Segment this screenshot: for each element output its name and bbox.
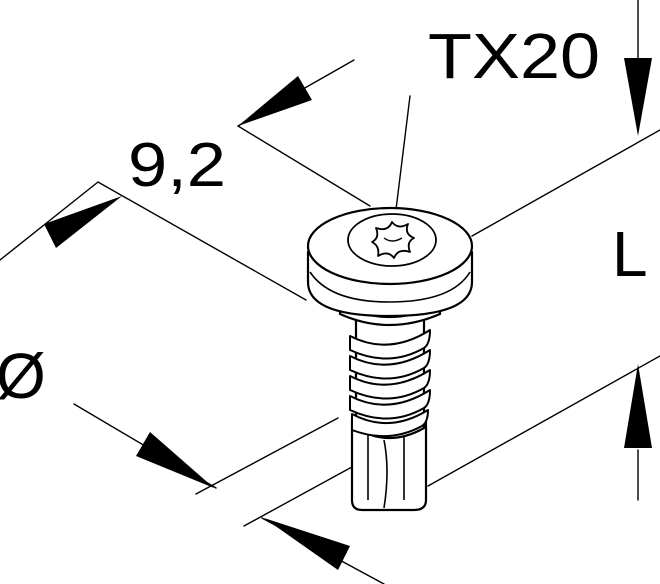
head-dim-line-lower (0, 181, 99, 261)
screw-drill-flute (367, 430, 405, 509)
torx-recess-icon (347, 213, 437, 267)
thread-diameter-label: Ø (0, 340, 46, 412)
thread-arrow-right (264, 518, 350, 570)
length-extension-top (471, 129, 660, 237)
length-arrow-top (624, 58, 652, 136)
screw-drill-tip (350, 418, 428, 512)
arrowheads (44, 58, 652, 570)
head-arrow-upper (238, 76, 312, 126)
drive-label: TX20 (428, 20, 600, 92)
thread-arrow-left (136, 432, 214, 488)
head-arrow-lower (44, 196, 122, 248)
length-arrow-bottom (624, 364, 652, 448)
screw (306, 206, 474, 512)
screw-head-rim (309, 271, 471, 303)
head-diameter-label: 9,2 (128, 131, 226, 200)
thread-extension-right (243, 455, 373, 527)
length-label: L (612, 218, 648, 290)
head-extension-lower (97, 181, 307, 301)
thread-extension-left (195, 417, 339, 495)
length-extension-bottom (427, 355, 660, 487)
head-extension-upper (237, 125, 371, 207)
screw-threads (349, 329, 431, 438)
